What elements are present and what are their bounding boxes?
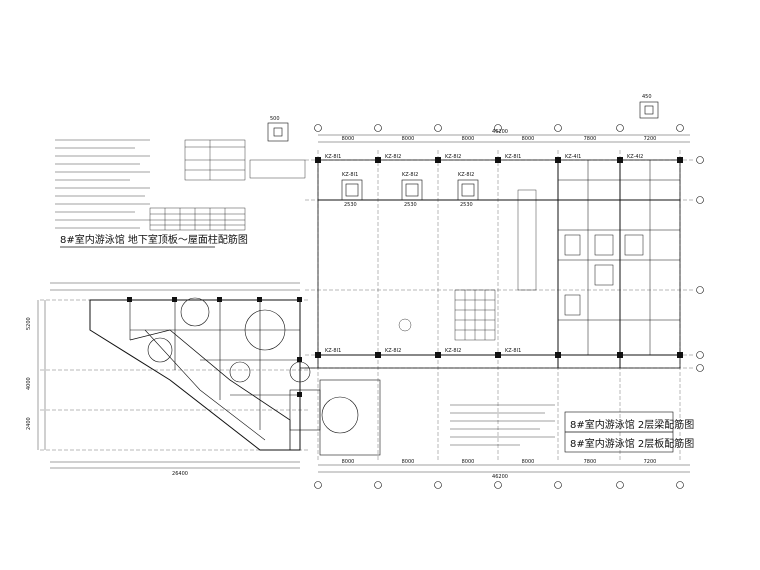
general-notes-block [55,139,150,229]
svg-text:46200: 46200 [492,474,508,480]
right-bay-grid [558,160,680,355]
svg-text:4000: 4000 [26,377,32,390]
svg-text:7200: 7200 [644,136,657,142]
svg-text:5200: 5200 [26,317,32,330]
svg-text:KZ-8I2: KZ-8I2 [458,172,474,178]
title-beam: 8#室内游泳馆 2层梁配筋图 [570,418,694,431]
svg-text:KZ-8I2: KZ-8I2 [445,154,461,160]
svg-text:500: 500 [270,116,280,122]
svg-text:8000: 8000 [342,459,355,465]
svg-text:8000: 8000 [462,459,475,465]
svg-text:8000: 8000 [522,136,535,142]
section-detail-top: 500 [267,116,289,142]
column-schedule-table [149,207,246,231]
svg-text:KZ-4I1: KZ-4I1 [565,154,581,160]
title-slab: 8#室内游泳馆 2层板配筋图 [570,437,694,450]
section-detail-right: 450 [639,94,659,119]
svg-text:2530: 2530 [460,202,473,208]
axis-bubbles-bottom [314,481,684,489]
legend-table [184,139,306,181]
svg-text:2530: 2530 [344,202,357,208]
svg-text:KZ-8I2: KZ-8I2 [385,348,401,354]
svg-text:KZ-8I1: KZ-8I1 [505,154,521,160]
svg-text:KZ-8I1: KZ-8I1 [325,154,341,160]
axis-bubbles-right [696,156,704,372]
svg-text:8000: 8000 [342,136,355,142]
svg-text:7800: 7800 [584,459,597,465]
svg-text:26400: 26400 [172,471,188,477]
main-plan: 46200 8000 8000 8000 8000 7800 7200 [305,124,704,489]
svg-text:8000: 8000 [402,136,415,142]
lower-left-plan: 5200 4000 2400 26400 [26,282,381,477]
svg-text:KZ-8I2: KZ-8I2 [385,154,401,160]
svg-text:KZ-8I2: KZ-8I2 [445,348,461,354]
svg-text:KZ-8I1: KZ-8I1 [505,348,521,354]
svg-text:450: 450 [642,94,652,100]
central-opening [398,189,537,341]
svg-text:2530: 2530 [404,202,417,208]
axis-bubbles-top [314,124,684,132]
svg-text:7200: 7200 [644,459,657,465]
svg-text:7800: 7800 [584,136,597,142]
svg-text:8000: 8000 [402,459,415,465]
columns [315,157,683,358]
title-basement: 8#室内游泳馆 地下室顶板～屋面柱配筋图 [60,233,248,246]
svg-text:KZ-8I1: KZ-8I1 [342,172,358,178]
column-details: KZ-8I1 KZ-8I2 KZ-8I2 2530 2530 2530 [341,172,479,208]
svg-text:8000: 8000 [522,459,535,465]
svg-text:KZ-8I2: KZ-8I2 [402,172,418,178]
svg-text:2400: 2400 [26,417,32,430]
svg-text:46200: 46200 [492,129,508,135]
svg-text:KZ-8I1: KZ-8I1 [325,348,341,354]
svg-text:8000: 8000 [462,136,475,142]
svg-text:KZ-4I2: KZ-4I2 [627,154,643,160]
plan-notes-bottom [450,404,555,446]
